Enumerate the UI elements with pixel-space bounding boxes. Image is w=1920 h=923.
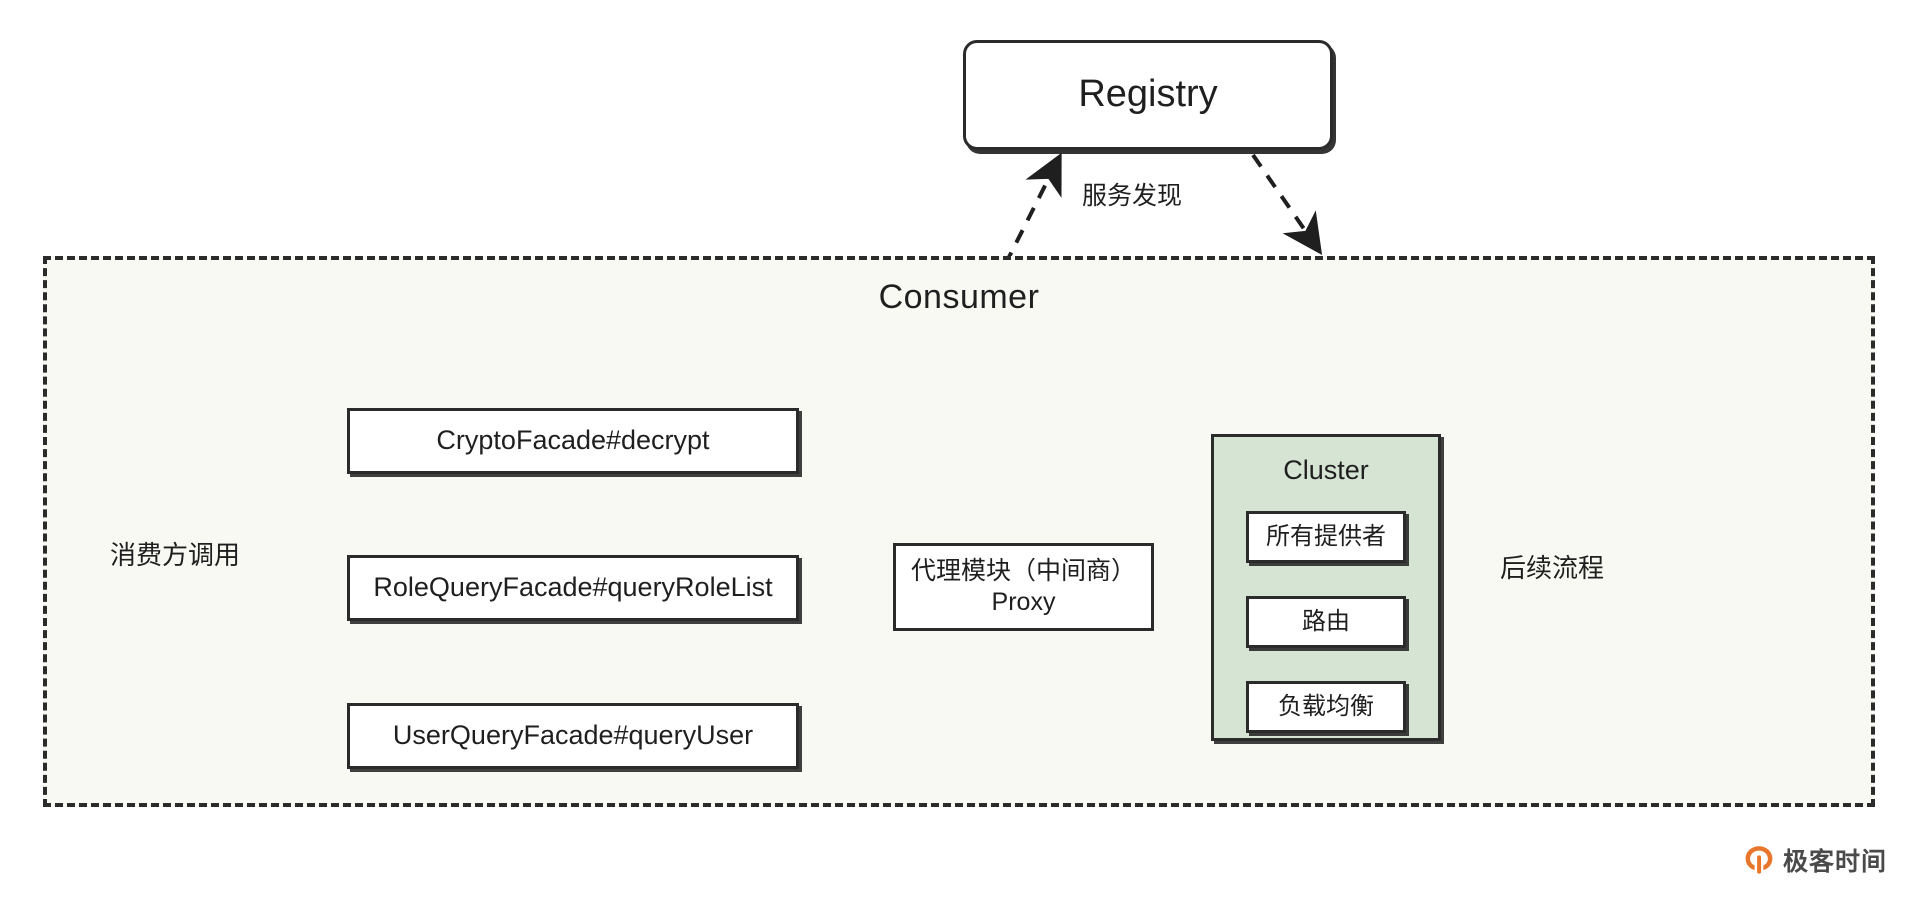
- registry-node[interactable]: Registry: [963, 40, 1333, 150]
- watermark: 极客时间: [1742, 842, 1887, 878]
- facade-node-crypto[interactable]: CryptoFacade#decrypt: [347, 408, 799, 474]
- consumer-label: Consumer: [878, 278, 1040, 316]
- proxy-label-line2: Proxy: [991, 588, 1056, 616]
- edge-registry-out: [1251, 153, 1323, 256]
- cluster-step-routing[interactable]: 路由: [1246, 596, 1406, 648]
- proxy-node[interactable]: 代理模块（中间商） Proxy: [893, 543, 1154, 631]
- cluster-label: Cluster: [1283, 455, 1369, 485]
- geektime-logo-icon: [1745, 846, 1773, 874]
- facade-node-rolequery[interactable]: RoleQueryFacade#queryRoleList: [347, 555, 799, 621]
- cluster-step-all-providers[interactable]: 所有提供者: [1246, 511, 1406, 563]
- facade-node-userquery[interactable]: UserQueryFacade#queryUser: [347, 703, 799, 769]
- edge-registry-in: [1003, 152, 1062, 266]
- consumer-boundary: [43, 256, 1875, 807]
- watermark-text: 极客时间: [1783, 848, 1888, 876]
- edge-label-service-discovery: 服务发现: [1082, 182, 1183, 210]
- proxy-label-line1: 代理模块（中间商）: [910, 556, 1136, 585]
- edge-label-consumer-call: 消费方调用: [110, 540, 241, 570]
- edge-label-followup: 后续流程: [1500, 553, 1605, 583]
- cluster-step-load-balance[interactable]: 负载均衡: [1246, 681, 1406, 733]
